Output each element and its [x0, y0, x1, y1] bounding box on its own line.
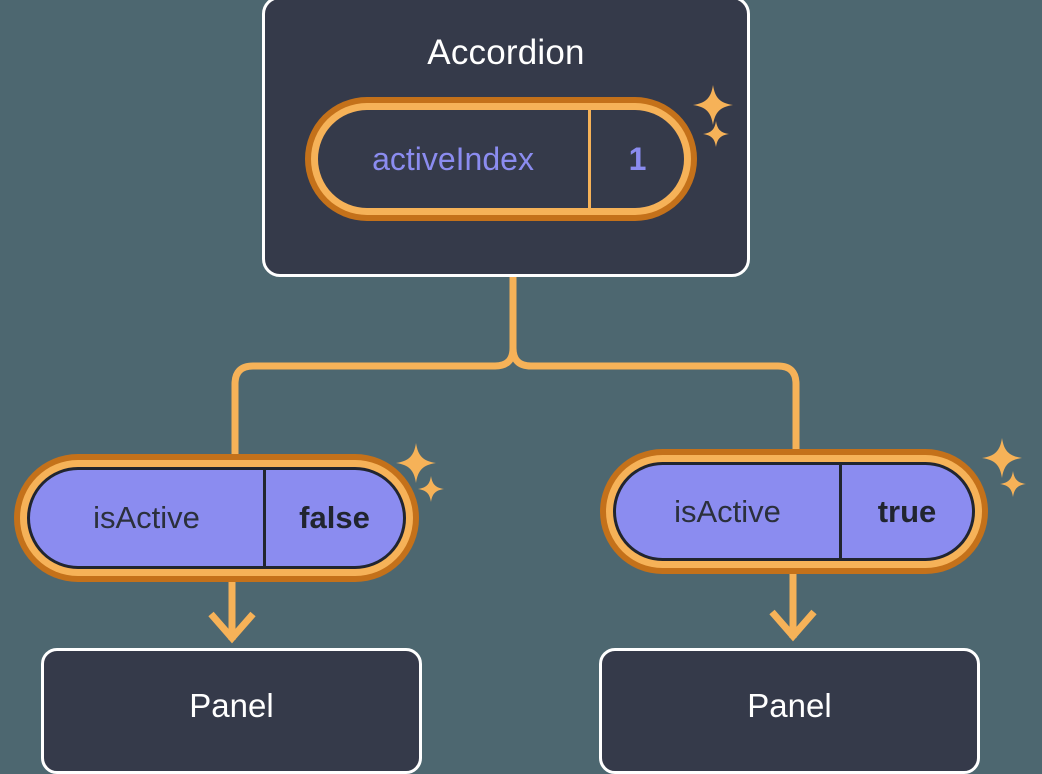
state-key-label: activeIndex — [318, 110, 591, 208]
pill-border-outer: activeIndex 1 — [305, 97, 697, 221]
pill-body: isActive true — [613, 462, 975, 561]
component-node-panel-left[interactable]: Panel — [41, 648, 422, 774]
props-pill-is-active-false[interactable]: isActive false — [14, 454, 419, 582]
pill-border-inner: isActive true — [606, 455, 982, 568]
pill-border-inner: activeIndex 1 — [311, 103, 691, 215]
pill-divider — [839, 465, 842, 558]
component-title-panel-right: Panel — [747, 687, 832, 724]
state-pill-active-index[interactable]: activeIndex 1 — [305, 97, 697, 221]
arrow-left-pill-to-panel — [208, 578, 256, 644]
edge-root-to-left — [231, 275, 517, 458]
component-node-panel-right[interactable]: Panel — [599, 648, 980, 774]
sparkle-icon — [982, 438, 1022, 478]
state-value-label: 1 — [628, 140, 647, 177]
prop-value-label: true — [877, 493, 937, 529]
prop-value-label: false — [299, 500, 370, 535]
component-title-panel-left: Panel — [189, 687, 274, 724]
pill-border-outer: isActive true — [600, 449, 988, 574]
pill-border-outer: isActive false — [14, 454, 419, 582]
sparkle-icon — [396, 443, 436, 483]
prop-key-label: isActive — [674, 493, 781, 529]
sparkle-icon — [418, 476, 444, 502]
prop-key-label: isActive — [93, 500, 200, 535]
sparkle-icon — [703, 121, 729, 147]
sparkle-icon — [1000, 471, 1026, 497]
arrow-right-pill-to-panel — [769, 572, 817, 642]
pill-body: activeIndex 1 — [318, 110, 684, 208]
pill-body: isActive false — [27, 467, 406, 569]
component-title-accordion: Accordion — [427, 33, 585, 72]
pill-border-inner: isActive false — [20, 460, 413, 576]
pill-divider — [263, 470, 266, 566]
sparkle-icon — [693, 85, 733, 125]
props-pill-is-active-true[interactable]: isActive true — [600, 449, 988, 574]
edge-root-to-right — [509, 347, 800, 452]
